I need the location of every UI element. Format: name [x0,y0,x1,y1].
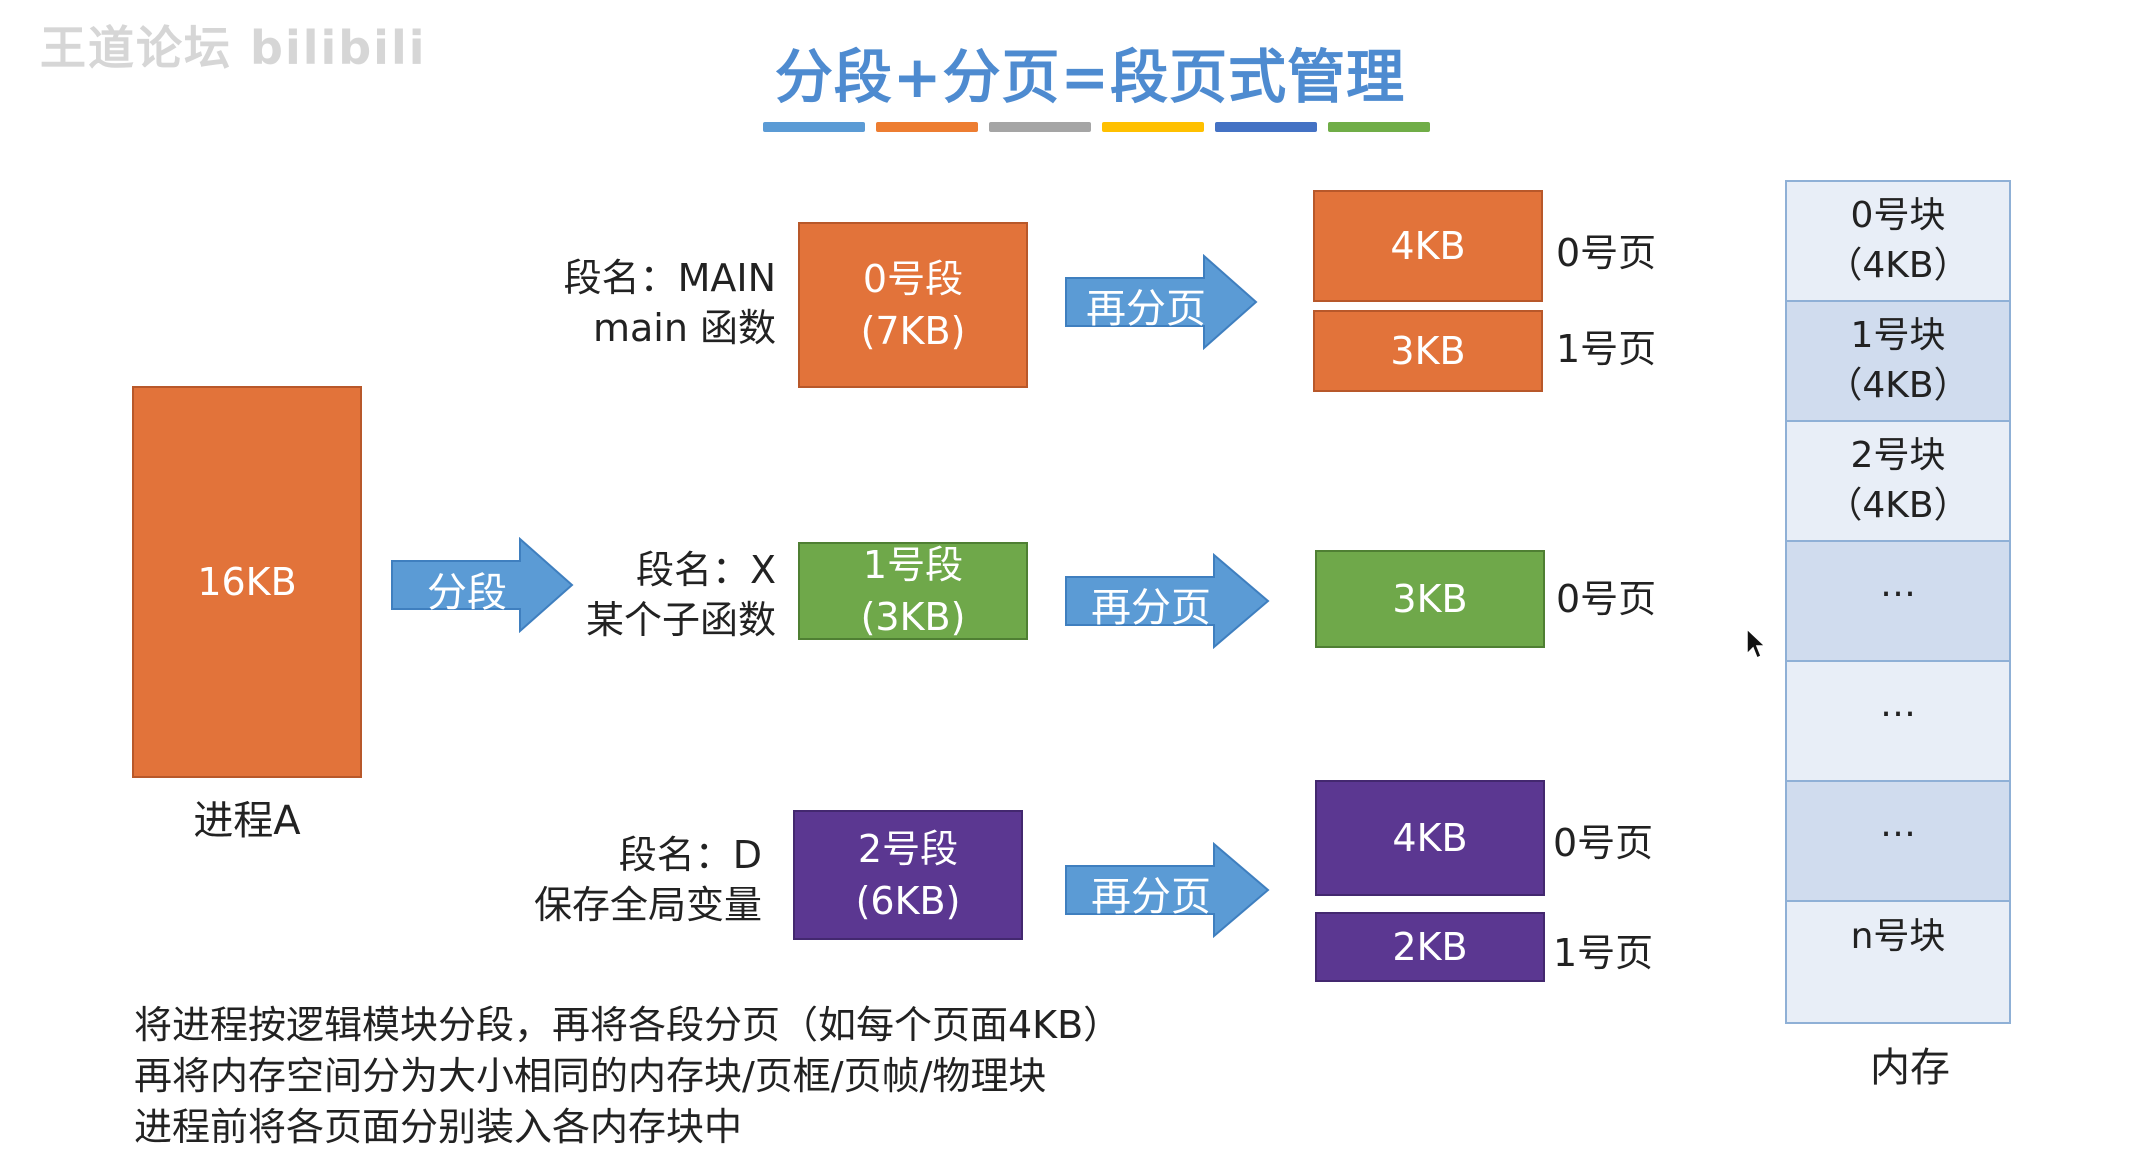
segment-2-page-1-label: 1号页 [1553,931,1654,975]
memory-block-4-title: … [1880,684,1916,725]
segment-1-title: 1号段 [862,543,964,587]
segment-arrow-label: 分段 [427,570,507,616]
segment-0-page-0-size: 4KB [1390,224,1466,268]
segment-2-paging-arrow-label: 再分页 [1091,874,1211,920]
segment-1-paging-arrow-shape [1065,553,1270,649]
memory-block-1-size: （4KB） [1826,365,1970,406]
memory-block-n-title: n号块 [1850,916,1946,957]
title-bar-1 [763,122,865,132]
segment-0-page-1-size: 3KB [1390,329,1466,373]
segment-2-page-0-label: 0号页 [1553,821,1654,865]
note-line-3: 进程前将各页面分别装入各内存块中 [134,1105,743,1149]
segment-1-size: (3KB) [860,595,966,639]
note-line-1: 将进程按逻辑模块分段，再将各段分页（如每个页面4KB） [134,1003,1122,1047]
segment-1-page-0-size: 3KB [1392,577,1468,621]
segment-0-size: (7KB) [860,309,966,353]
segment-arrow [391,537,574,633]
segment-0-paging-arrow-label: 再分页 [1086,286,1206,332]
page-title: 分段+分页=段页式管理 [774,43,1406,111]
note-line-2: 再将内存空间分为大小相同的内存块/页框/页帧/物理块 [134,1054,1047,1098]
memory-block-5-title: … [1880,804,1916,845]
segment-1-page-0-label: 0号页 [1556,577,1657,621]
segment-2-title: 2号段 [857,827,959,871]
segment-1-box: 1号段 (3KB) [798,542,1028,640]
segment-2-size: (6KB) [855,879,961,923]
segment-arrow-shape [391,537,574,633]
title-bar-4 [1102,122,1204,132]
memory-block-n: n号块 [1787,902,2009,1022]
segment-0-page-1-box: 3KB [1313,310,1543,392]
memory-column: 0号块 （4KB） 1号块 （4KB） 2号块 （4KB） … … … n号块 [1785,180,2011,1024]
title-bar-2 [876,122,978,132]
segment-2-page-0-box: 4KB [1315,780,1545,896]
memory-block-ellipsis-3: … [1787,782,2009,902]
segment-2-page-0-size: 4KB [1392,816,1468,860]
segment-0-name: 段名：MAIN main 函数 [480,253,776,353]
segment-0-box: 0号段 (7KB) [798,222,1028,388]
memory-block-0: 0号块 （4KB） [1787,182,2009,302]
process-label: 进程A [193,798,301,844]
segment-0-name-line1: 段名：MAIN [563,256,776,300]
segment-0-name-line2: main 函数 [592,306,776,350]
memory-block-0-size: （4KB） [1826,245,1970,286]
title-bar-3 [989,122,1091,132]
segment-1-paging-arrow [1065,553,1270,649]
process-size: 16KB [197,560,297,604]
segment-1-page-0-box: 3KB [1315,550,1545,648]
memory-block-2-title: 2号块 [1850,435,1946,476]
watermark: 王道论坛 bilibili [40,21,427,75]
segment-0-page-1-label: 1号页 [1556,327,1657,371]
segment-2-name-line1: 段名：D [618,833,762,877]
segment-0-paging-arrow [1065,254,1258,350]
segment-1-name-line1: 段名：X [635,548,776,592]
memory-block-3-title: … [1880,564,1916,605]
memory-block-ellipsis-1: … [1787,542,2009,662]
memory-block-ellipsis-2: … [1787,662,2009,782]
segment-2-name-line2: 保存全局变量 [533,883,762,927]
memory-block-2: 2号块 （4KB） [1787,422,2009,542]
segment-0-page-0-box: 4KB [1313,190,1543,302]
memory-label: 内存 [1870,1045,1950,1091]
segment-1-paging-arrow-label: 再分页 [1091,585,1211,631]
memory-block-1-title: 1号块 [1850,315,1946,356]
segment-0-paging-arrow-shape [1065,254,1258,350]
notes: 将进程按逻辑模块分段，再将各段分页（如每个页面4KB） 再将内存空间分为大小相同… [134,1000,1121,1153]
memory-block-1: 1号块 （4KB） [1787,302,2009,422]
memory-block-2-size: （4KB） [1826,485,1970,526]
memory-block-0-title: 0号块 [1850,195,1946,236]
title-bar-5 [1215,122,1317,132]
segment-2-box: 2号段 (6KB) [793,810,1023,940]
segment-2-paging-arrow [1065,842,1270,938]
segment-2-paging-arrow-shape [1065,842,1270,938]
process-box: 16KB [132,386,362,778]
mouse-cursor-icon [1746,628,1766,660]
segment-0-page-0-label: 0号页 [1556,231,1657,275]
segment-1-name: 段名：X 某个子函数 [480,545,776,645]
segment-1-name-line2: 某个子函数 [585,598,776,642]
segment-0-title: 0号段 [862,257,964,301]
segment-2-name: 段名：D 保存全局变量 [462,830,762,930]
title-bar-6 [1328,122,1430,132]
segment-2-page-1-size: 2KB [1392,925,1468,969]
segment-2-page-1-box: 2KB [1315,912,1545,982]
